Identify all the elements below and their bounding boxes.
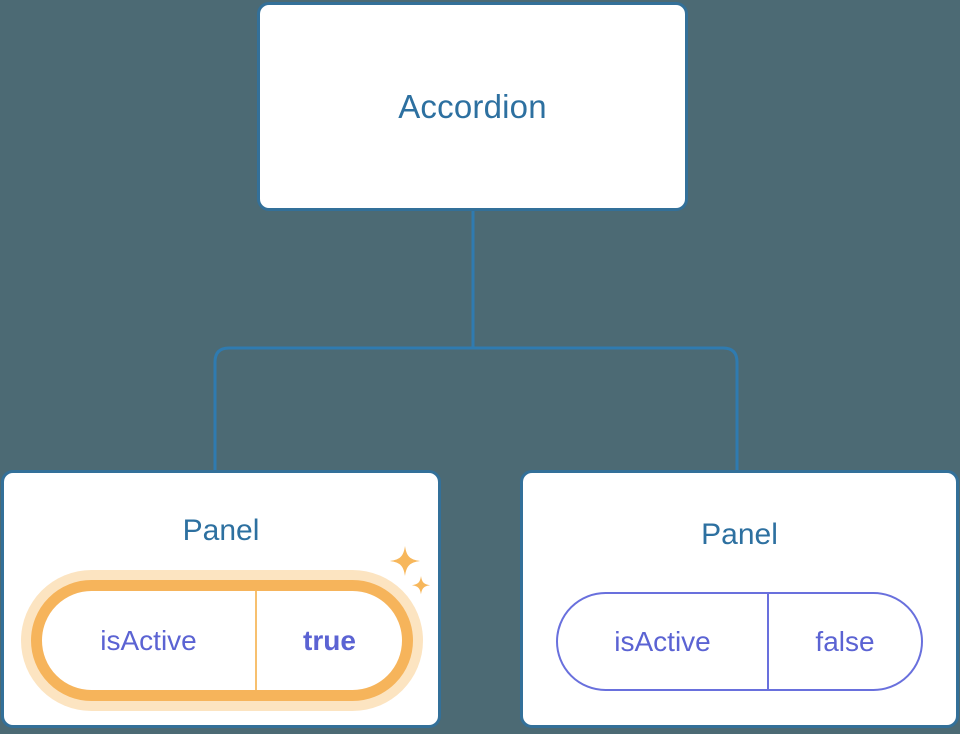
edge-branch-bar xyxy=(213,346,739,470)
property-value: true xyxy=(303,624,356,656)
node-panel-inactive-title: Panel xyxy=(701,518,778,551)
property-pill-isactive-false[interactable]: isActive false xyxy=(556,592,923,691)
property-value: false xyxy=(815,625,875,657)
property-key: isActive xyxy=(558,594,769,689)
node-accordion-title: Accordion xyxy=(398,87,547,125)
property-key: isActive xyxy=(42,591,257,690)
node-panel-active-title: Panel xyxy=(182,514,260,547)
node-accordion[interactable]: Accordion xyxy=(257,2,688,211)
property-pill-isactive-true[interactable]: isActive true xyxy=(31,580,413,701)
